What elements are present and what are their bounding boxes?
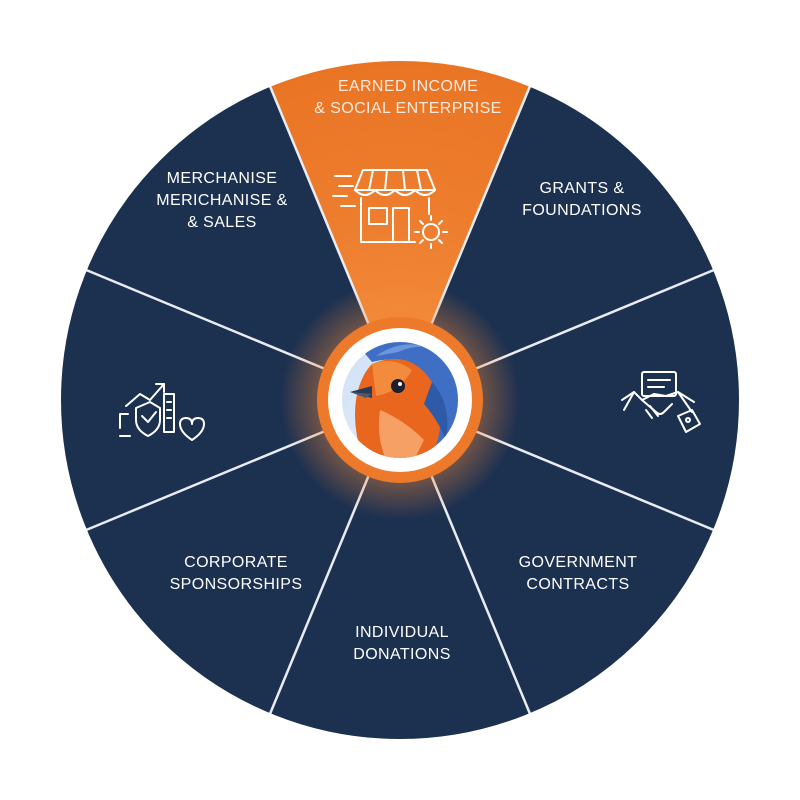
segment-label-merchandise-sales: MERICHANISE & — [156, 192, 287, 209]
segment-label-merchandise-sales: MERCHANISE — [167, 170, 278, 187]
growth-shield-heart-icon — [119, 383, 205, 441]
segment-label-merchandise-sales: & SALES — [187, 214, 257, 231]
segment-label-government-contracts: GOVERNMENT — [519, 554, 638, 571]
segment-label-government-contracts: CONTRACTS — [526, 576, 629, 593]
segment-earned-income — [269, 60, 531, 401]
segment-investment-growth — [60, 269, 401, 531]
segment-label-earned-income: EARNED INCOME — [338, 78, 478, 95]
segment-label-earned-income: & SOCIAL ENTERPRISE — [314, 100, 502, 117]
segment-label-individual-donations: INDIVIDUAL — [355, 624, 449, 641]
storefront-gear-icon — [332, 169, 448, 249]
robin-bird-icon — [342, 342, 458, 458]
segment-label-corporate-sponsorships: CORPORATE — [184, 554, 288, 571]
segment-partnership — [400, 269, 740, 531]
handshake-contract-icon — [621, 371, 701, 433]
center-avatar — [317, 317, 483, 483]
labels-layer: EARNED INCOME & SOCIAL ENTERPRISE GRANTS &… — [156, 78, 642, 663]
segment-label-corporate-sponsorships: SPONSORSHIPS — [170, 576, 303, 593]
wheel-rim — [59, 59, 741, 741]
segment-label-individual-donations: DONATIONS — [353, 646, 451, 663]
segment-individual-donations — [269, 400, 531, 740]
segment-label-grants-foundations: GRANTS & — [540, 180, 625, 197]
segment-label-grants-foundations: FOUNDATIONS — [522, 202, 642, 219]
